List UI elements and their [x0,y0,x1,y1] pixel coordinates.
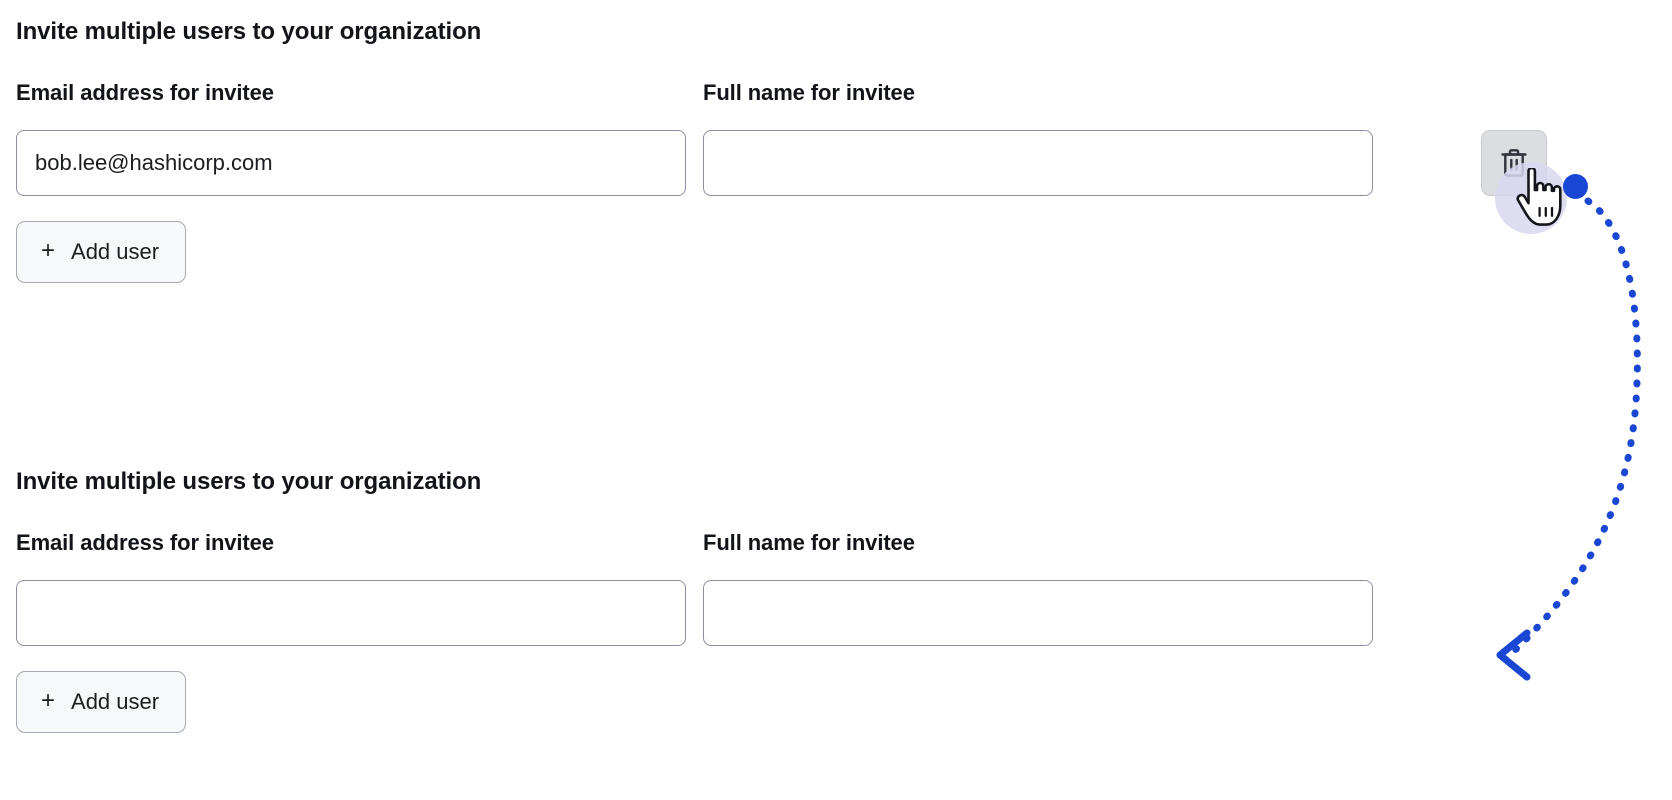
plus-icon-2: + [41,687,56,714]
page-title: Invite multiple users to your organizati… [16,18,482,45]
add-user-button-label-2: Add user [71,689,160,714]
add-user-button-label: Add user [71,239,160,264]
trash-icon [1499,147,1529,179]
delete-row-button[interactable] [1481,130,1547,196]
email-field-label-2: Email address for invitee [16,530,274,555]
add-user-button[interactable]: + Add user [16,221,187,283]
email-input[interactable] [16,130,686,196]
email-input-2[interactable] [16,580,686,646]
email-field-label: Email address for invitee [16,80,274,105]
plus-icon: + [41,237,56,264]
fullname-field-label-2: Full name for invitee [703,530,915,555]
add-user-button-2[interactable]: + Add user [16,671,187,733]
click-dot [1563,174,1588,199]
page-title-2: Invite multiple users to your organizati… [16,468,482,495]
fullname-input-2[interactable] [703,580,1373,646]
fullname-field-label: Full name for invitee [703,80,915,105]
fullname-input[interactable] [703,130,1373,196]
